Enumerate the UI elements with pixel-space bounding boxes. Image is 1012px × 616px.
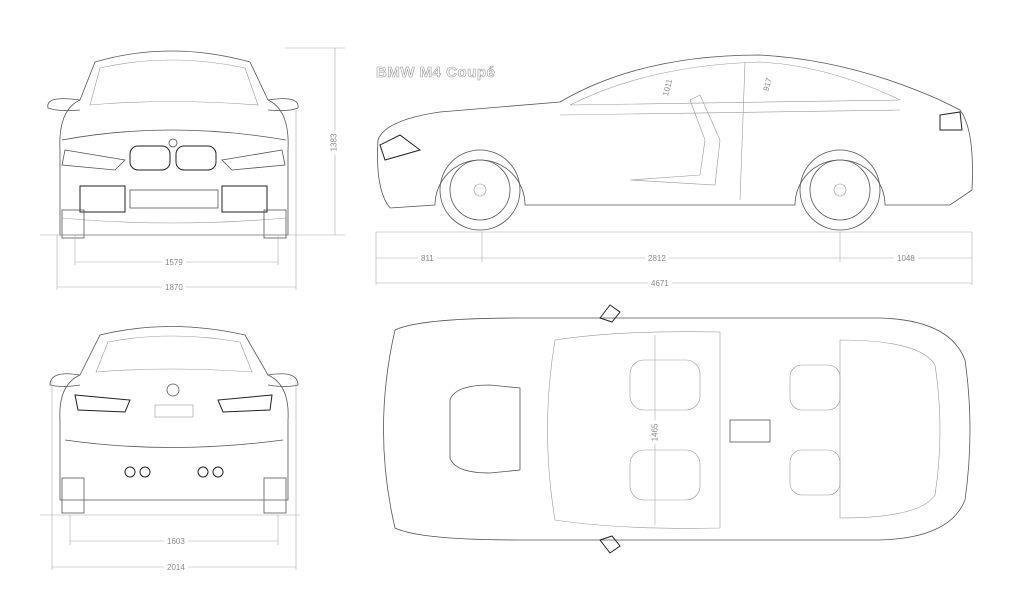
height-label: 1383 bbox=[329, 130, 339, 155]
wheelbase-label: 2812 bbox=[645, 254, 669, 263]
side-dimension-lines bbox=[375, 231, 973, 285]
front-dimension-lines bbox=[40, 47, 345, 290]
front-overhang-label: 811 bbox=[418, 254, 437, 263]
rear-dimension-lines bbox=[40, 380, 300, 570]
rear-track-label: 1603 bbox=[164, 537, 188, 546]
rear-overhang-label: 1048 bbox=[894, 254, 918, 263]
front-track-label: 1579 bbox=[162, 258, 186, 267]
length-label: 4671 bbox=[648, 279, 672, 288]
model-title: BMW M4 Coupé bbox=[376, 64, 496, 82]
top-view bbox=[383, 304, 971, 554]
front-view bbox=[47, 50, 299, 239]
rear-view bbox=[49, 326, 299, 514]
interior-width-label: 1465 bbox=[650, 420, 660, 445]
side-view bbox=[377, 54, 973, 231]
front-width-label: 1870 bbox=[162, 283, 186, 292]
width-mirrors-label: 2014 bbox=[164, 563, 188, 572]
